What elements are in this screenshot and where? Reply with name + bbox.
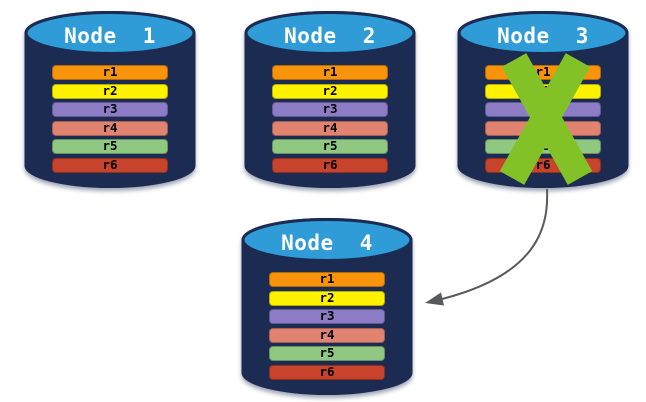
row-label: r3 [322,101,338,117]
replica-row-r3: r3 [269,309,385,324]
failure-x-icon [499,53,593,185]
replica-row-r5: r5 [269,346,385,361]
replica-rows: r1 r2 r3 r4 r5 r6 [52,65,168,176]
replica-row-r3: r3 [52,102,168,117]
node-1: Node 1 r1 r2 r3 r4 r5 r6 [23,10,197,191]
replica-row-r4: r4 [269,326,385,343]
row-label: r6 [535,156,551,172]
replica-row-r6: r6 [269,363,385,380]
failover-arrow [425,188,549,306]
node-3: Node 3 r1 r2 r3 r4 r5 r6 [456,10,630,191]
row-label: r2 [322,82,338,98]
node-4: Node 4 r1 r2 r3 r4 r5 r6 [240,217,414,398]
node-title: Node 4 [281,231,373,255]
replica-row-r1: r1 [269,272,385,287]
row-label: r4 [102,119,118,135]
replica-row-r5: r5 [272,139,388,154]
row-label: r6 [319,363,335,379]
arrow-head-icon [425,292,444,306]
node-2: Node 2 r1 r2 r3 r4 r5 r6 [243,10,417,191]
row-label: r4 [319,326,335,342]
row-label: r1 [322,64,338,80]
replica-row-r4: r4 [272,119,388,136]
replica-row-r2: r2 [269,289,385,306]
row-label: r3 [102,101,118,117]
node-title: Node 2 [284,24,376,48]
node-title: Node 1 [64,24,156,48]
replica-row-r6: r6 [272,156,388,173]
arrow-curve [441,188,549,300]
replica-row-r4: r4 [52,119,168,136]
row-label: r1 [535,64,551,80]
replica-rows: r1 r2 r3 r4 r5 r6 [269,272,385,383]
row-label: r2 [102,82,118,98]
row-label: r5 [319,345,335,361]
replica-row-r6: r6 [52,156,168,173]
row-label: r5 [102,138,118,154]
row-label: r4 [322,119,338,135]
row-label: r3 [319,308,335,324]
row-label: r5 [322,138,338,154]
row-label: r2 [319,289,335,305]
replica-rows: r1 r2 r3 r4 r5 r6 [272,65,388,176]
replica-row-r2: r2 [52,82,168,99]
row-label: r6 [322,156,338,172]
replica-row-r3: r3 [272,102,388,117]
row-label: r1 [319,271,335,287]
replica-row-r2: r2 [272,82,388,99]
node-title: Node 3 [497,24,589,48]
row-label: r6 [102,156,118,172]
replica-row-r1: r1 [52,65,168,80]
replica-row-r1: r1 [272,65,388,80]
row-label: r1 [102,64,118,80]
replica-row-r5: r5 [52,139,168,154]
